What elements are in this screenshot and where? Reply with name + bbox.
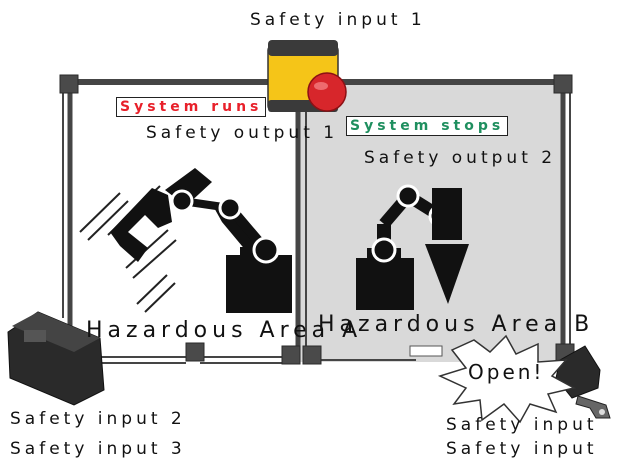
hazardous-area-a-label: Hazardous Area A [86, 318, 363, 343]
safety-output-1-label: Safety output 1 [146, 123, 339, 143]
system-runs-text: System runs [120, 99, 263, 115]
safety-input-right-b-label: Safety input [446, 439, 598, 459]
open-burst-label: Open! [468, 360, 544, 384]
emergency-stop-icon [267, 40, 347, 112]
system-stops-badge: System stops [346, 116, 509, 137]
robot-arm-b-icon [356, 184, 469, 310]
open-burst-shape [437, 334, 577, 424]
safety-switch-left-icon [7, 311, 105, 406]
hazardous-area-b-label: Hazardous Area B [318, 312, 595, 337]
safety-output-2-label: Safety output 2 [364, 148, 557, 168]
safety-input-3-label: Safety input 3 [10, 439, 186, 459]
safety-input-2-label: Safety input 2 [10, 409, 186, 429]
safety-input-right-a-label: Safety input [446, 415, 598, 435]
system-stops-text: System stops [350, 118, 505, 134]
door-latch [409, 345, 443, 357]
robot-arm-a-icon [110, 168, 292, 313]
system-runs-badge: System runs [116, 97, 267, 118]
safety-input-1-label: Safety input 1 [250, 10, 426, 30]
